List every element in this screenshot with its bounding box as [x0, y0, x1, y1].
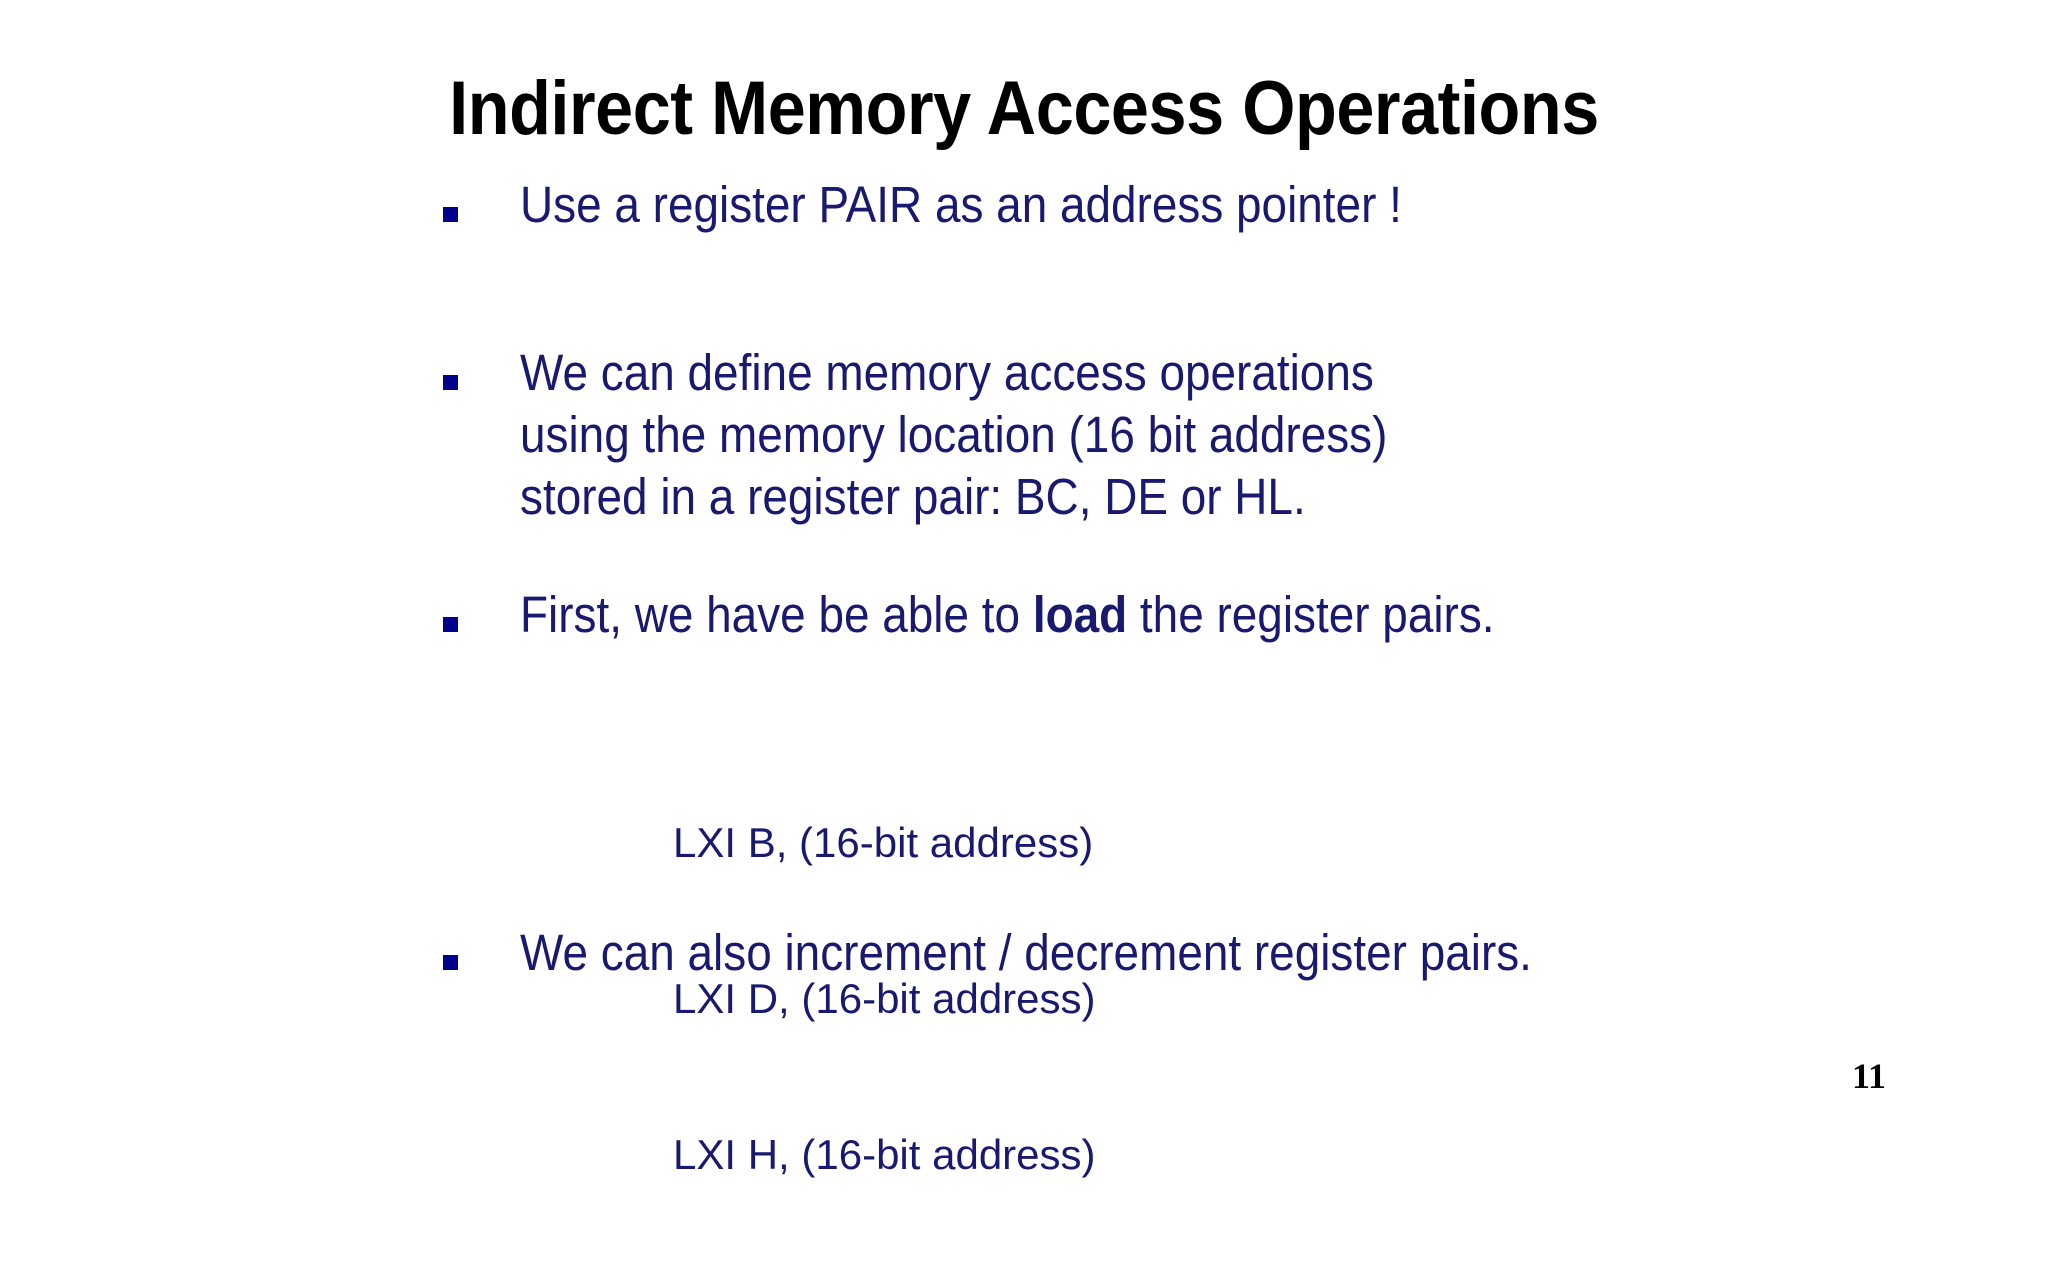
bullet-item-3-text: First, we have be able to load the regis…: [520, 584, 1495, 646]
bullet-item-2-line-2: using the memory location (16 bit addres…: [520, 406, 1388, 463]
instruction-list: LXI B, (16-bit address) LXI D, (16-bit a…: [673, 713, 1096, 1285]
bullet-item-2-line-3: stored in a register pair: BC, DE or HL.: [520, 468, 1306, 525]
bullet-item-4-text: We can also increment / decrement regist…: [520, 924, 1532, 981]
square-bullet-icon: [443, 375, 458, 390]
instruction-line-lxi-d: LXI D, (16-bit address): [673, 975, 1096, 1022]
instruction-line-lxi-b: LXI B, (16-bit address): [673, 819, 1094, 866]
slide-body: Use a register PAIR as an address pointe…: [443, 176, 1532, 1178]
bullet-item-3-emphasis: load: [1032, 586, 1128, 643]
bullet-item-3-lead: First, we have be able to: [520, 586, 1033, 643]
square-bullet-icon: [443, 617, 458, 632]
bullet-item-3-trail: the register pairs.: [1127, 586, 1495, 643]
bullet-item-1-text: Use a register PAIR as an address pointe…: [520, 176, 1402, 233]
bullet-item-2-line-1: We can define memory access operations: [520, 344, 1374, 401]
instruction-line-lxi-h: LXI H, (16-bit address): [673, 1131, 1096, 1178]
square-bullet-icon: [443, 207, 458, 222]
slide-canvas: Indirect Memory Access Operations Use a …: [443, 66, 1887, 1178]
square-bullet-icon: [443, 955, 458, 970]
page-title: Indirect Memory Access Operations: [449, 66, 1599, 151]
page-number: 11: [1852, 1056, 1887, 1096]
